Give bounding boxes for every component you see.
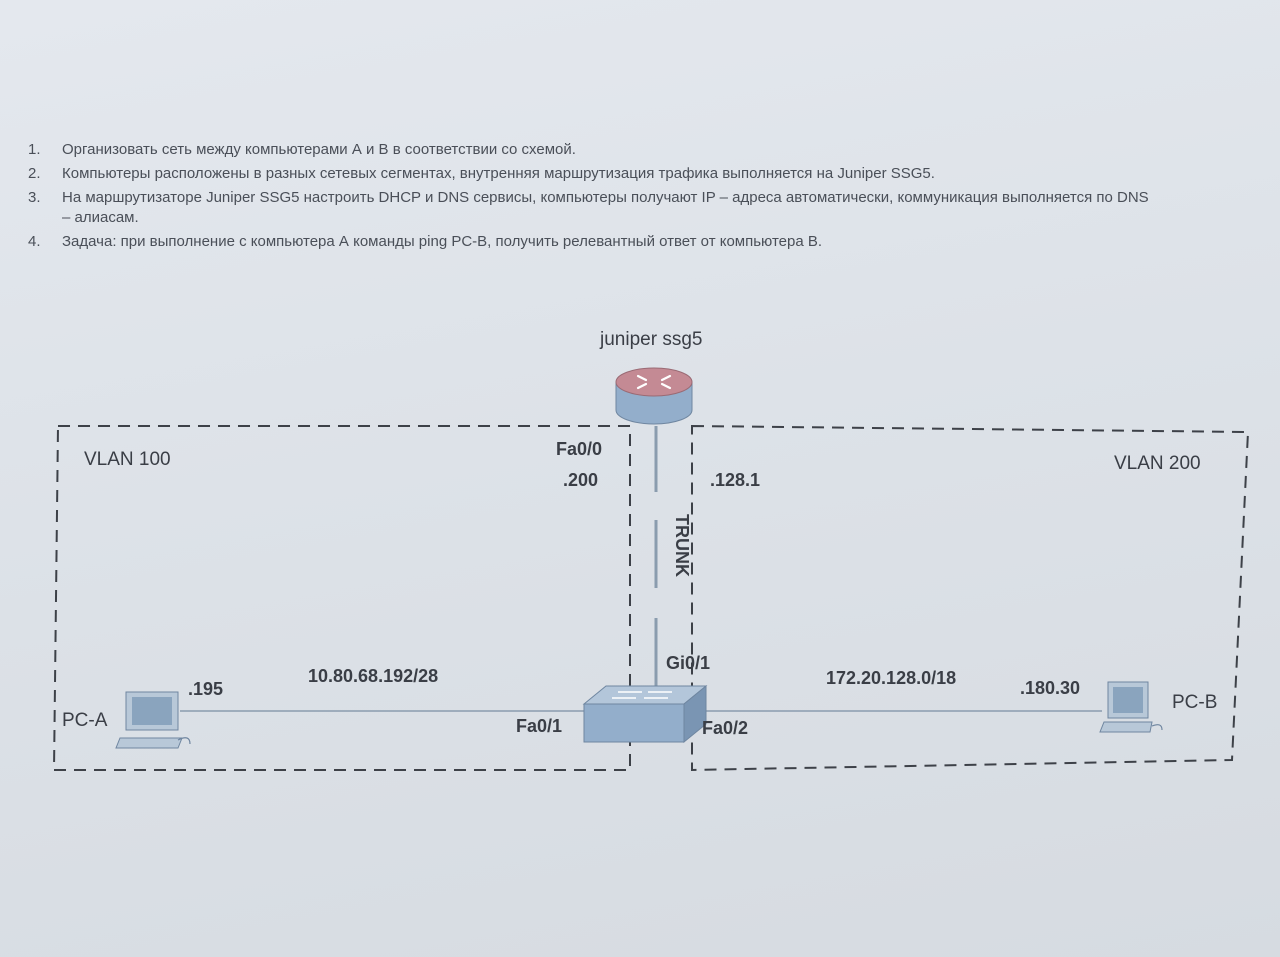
- task-item: 4. Задача: при выполнение с компьютера А …: [28, 232, 1158, 252]
- task-number: 1.: [28, 141, 41, 158]
- pc-a-ip-label: .195: [188, 679, 224, 699]
- switch-port-left-label: Fa0/1: [516, 716, 563, 736]
- router-port-label: Fa0/0: [556, 439, 603, 459]
- switch-port-right-label: Fa0/2: [702, 718, 749, 738]
- task-text: Организовать сеть между компьютерами А и…: [62, 141, 576, 158]
- task-text: Задача: при выполнение с компьютера А ко…: [62, 233, 823, 250]
- router-label: juniper ssg5: [600, 329, 703, 350]
- network-left-label: 10.80.68.192/28: [308, 666, 439, 686]
- trunk-label: TRUNK: [672, 514, 692, 577]
- pc-a-label: PC-A: [62, 710, 108, 731]
- vlan-100-boundary: [52, 425, 631, 771]
- router-icon: [615, 367, 693, 425]
- network-right-label: 172.20.128.0/18: [826, 668, 957, 688]
- task-number: 4.: [28, 233, 41, 250]
- pc-b-label: PC-B: [1172, 692, 1218, 713]
- vlan-200-boundary: [691, 424, 1250, 772]
- task-item: 3. На маршрутизаторе Juniper SSG5 настрои…: [28, 188, 1158, 228]
- switch-uplink-label: Gi0/1: [666, 653, 711, 673]
- pc-a-icon: [115, 691, 191, 749]
- task-item: 1. Организовать сеть между компьютерами А…: [28, 140, 1158, 160]
- vlan-100-label: VLAN 100: [84, 449, 171, 470]
- pc-b-ip-label: .180.30: [1020, 678, 1081, 698]
- task-list: 1. Организовать сеть между компьютерами А…: [28, 140, 1158, 256]
- task-number: 3.: [28, 189, 41, 206]
- task-item: 2. Компьютеры расположены в разных сетевы…: [28, 164, 1158, 184]
- vlan-200-label: VLAN 200: [1114, 453, 1201, 474]
- router-ip-left-label: .200: [563, 470, 599, 490]
- router-ip-right-label: .128.1: [710, 470, 761, 490]
- task-text: Компьютеры расположены в разных сетевых …: [62, 165, 935, 182]
- pc-b-icon: [1099, 681, 1163, 733]
- task-text: На маршрутизаторе Juniper SSG5 настроить…: [62, 189, 1149, 226]
- switch-icon: [582, 684, 708, 744]
- task-number: 2.: [28, 165, 41, 182]
